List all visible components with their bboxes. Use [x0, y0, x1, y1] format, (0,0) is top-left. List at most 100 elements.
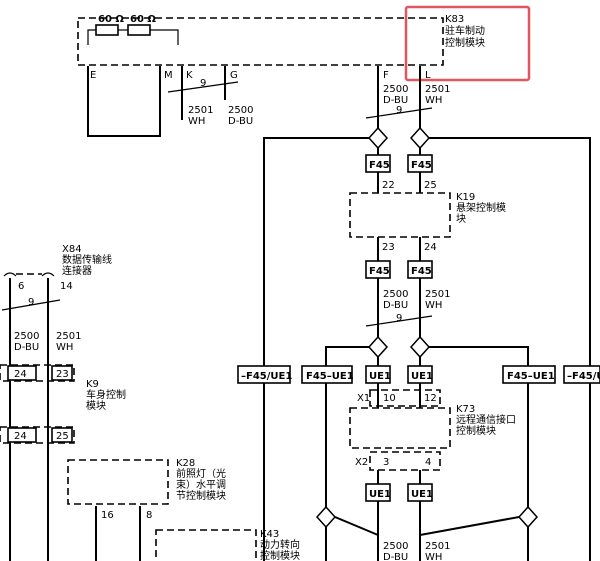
k19-module-boundary	[349, 192, 451, 238]
connector-f45ue1-left-label: F45–UE1	[306, 371, 354, 382]
k9-name-line2: 模块	[86, 400, 106, 412]
k19-name-line1: 悬架控制模	[456, 201, 506, 214]
wire-8-number: 2501	[56, 331, 81, 342]
connector-f45ue1-right-label: F45–UE1	[507, 371, 555, 382]
pin-22: 22	[382, 180, 395, 191]
k9-pin-23-box	[51, 365, 73, 381]
splice-top-right	[409, 126, 431, 150]
pin-3: 3	[383, 457, 389, 468]
pin-10: 10	[383, 393, 396, 404]
connector-ue1-a-label: UE1	[369, 371, 391, 382]
splice-bottom-right	[517, 505, 539, 529]
wire-5-color: D-BU	[383, 300, 408, 311]
wire-8-color: WH	[56, 342, 73, 353]
twist-3-label: 9	[396, 313, 402, 324]
k73-name-line2: 控制模块	[456, 424, 496, 437]
wire-4-color: WH	[425, 95, 442, 106]
k73-id: K73	[456, 404, 475, 415]
twist-1-label: 9	[200, 78, 206, 89]
k43-id: K43	[260, 529, 279, 540]
pin-k9-24b: 24	[14, 431, 27, 442]
connector-f45-d-label: F45	[411, 266, 432, 277]
splice-top-left	[367, 126, 389, 150]
k28-id: K28	[176, 458, 195, 469]
k43-name-line1: 动力转向	[260, 538, 300, 551]
resistor-1-label: 60 Ω	[98, 14, 124, 25]
pin-f: F	[383, 70, 389, 81]
wire-1-color: WH	[188, 116, 205, 127]
k19-name-line2: 块	[456, 213, 466, 225]
pin-x2: X2	[355, 457, 368, 468]
pin-23: 23	[382, 242, 395, 253]
pin-k9-24a: 24	[14, 369, 27, 380]
twist-2-label: 9	[396, 105, 402, 116]
connector-f45-a-label: F45	[369, 160, 390, 171]
pin-k9-25: 25	[56, 431, 69, 442]
connector-ue1-b-label: UE1	[411, 371, 433, 382]
pin-x84-14: 14	[60, 281, 73, 292]
wire-10-color: WH	[425, 552, 442, 561]
pin-k28-16: 16	[101, 510, 114, 521]
k9-pin-24a-box	[7, 365, 37, 381]
splice-bottom-left	[315, 505, 337, 529]
k9-id: K9	[86, 379, 99, 390]
connector-neg-f45ue1-right	[563, 365, 600, 384]
k9-connector-bottom	[0, 426, 75, 444]
x84-name-line2: 连接器	[62, 264, 92, 277]
resistor-2-label: 60 Ω	[130, 14, 156, 25]
connector-f45-b-label: F45	[411, 160, 432, 171]
wire-2-number: 2500	[228, 105, 253, 116]
k83-id: K83	[445, 14, 464, 25]
twist-4-label: 9	[28, 297, 34, 308]
k83-name-line2: 控制模块	[445, 36, 485, 49]
k43-name-line2: 控制模块	[260, 549, 300, 561]
pin-k28-8: 8	[146, 510, 152, 521]
k83-module: 60 Ω 60 Ω K83 驻车制动 控制模块	[77, 14, 485, 66]
pin-k9-23: 23	[56, 369, 69, 380]
wire-7-color: D-BU	[14, 342, 39, 353]
connector-neg-f45ue1-right-label: –F45/UE1	[567, 371, 600, 382]
x84-id: X84	[62, 244, 82, 255]
splice-mid-right	[409, 335, 431, 359]
wire-2-color: D-BU	[228, 116, 253, 127]
pin-25: 25	[424, 180, 437, 191]
pin-x1: X1	[357, 393, 370, 404]
pin-e: E	[90, 70, 96, 81]
k83-name-line1: 驻车制动	[445, 24, 485, 37]
k28-name-line1: 前照灯（光	[176, 467, 226, 480]
k9-connector-top	[0, 364, 75, 382]
k28-name-line2: 束）水平调	[176, 479, 226, 491]
wire-9-number: 2500	[383, 541, 408, 552]
k73-module-boundary	[349, 407, 451, 449]
wire-6-color: WH	[425, 300, 442, 311]
pin-k: K	[186, 70, 193, 81]
wire-7-number: 2500	[14, 331, 39, 342]
x84-name-line1: 数据传输线	[62, 253, 112, 266]
resistor-2	[127, 24, 151, 36]
highlight-box	[404, 5, 531, 82]
connector-f45-c-label: F45	[369, 266, 390, 277]
pin-l: L	[425, 70, 431, 81]
wire-9-color: D-BU	[383, 552, 408, 561]
k73-name-line1: 远程通信接口	[456, 413, 516, 426]
wire-3-color: D-BU	[383, 95, 408, 106]
pin-24: 24	[424, 242, 437, 253]
pin-4: 4	[425, 457, 431, 468]
resistor-1	[95, 24, 119, 36]
k19-id: K19	[456, 192, 475, 203]
pin-g: G	[230, 70, 238, 81]
wire-10-number: 2501	[425, 541, 450, 552]
connector-neg-f45ue1-left-label: –F45/UE1	[241, 371, 292, 382]
connector-ue1-d-label: UE1	[411, 489, 433, 500]
k9-name-line1: 车身控制	[86, 388, 126, 401]
wire-4-number: 2501	[425, 84, 450, 95]
k73-connector-x2	[369, 451, 441, 471]
k9-pin-25-box	[51, 427, 73, 443]
splice-mid-left	[367, 335, 389, 359]
wire-3-number: 2500	[383, 84, 408, 95]
k73-connector-x1	[369, 389, 441, 407]
pin-12: 12	[424, 393, 437, 404]
connector-ue1-c-label: UE1	[369, 489, 391, 500]
x84-connector: X84 数据传输线 连接器 6 14	[3, 244, 112, 292]
